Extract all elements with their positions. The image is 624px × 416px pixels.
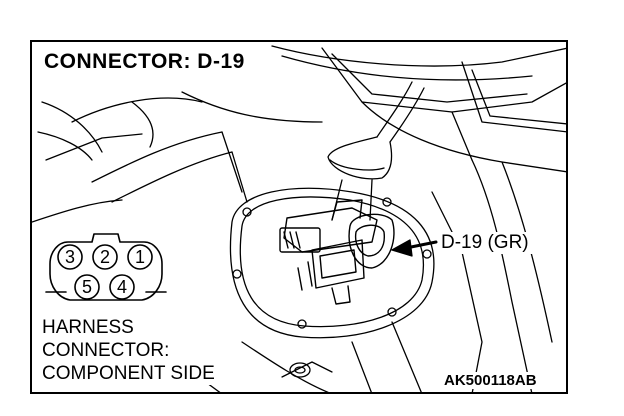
component-illustration: 3 2 1 5 4 xyxy=(32,45,566,392)
figure-code: AK500118AB xyxy=(442,372,539,389)
pump-module xyxy=(279,199,395,305)
pin-1-label: 1 xyxy=(135,247,145,267)
harness-side-label: HARNESS CONNECTOR: COMPONENT SIDE xyxy=(42,316,218,385)
pin-3-label: 3 xyxy=(65,247,75,267)
pin-5-label: 5 xyxy=(82,277,92,297)
connector-callout-label: D-19 (GR) xyxy=(438,232,532,254)
fuel-pump-plate xyxy=(229,187,435,339)
callout-arrow xyxy=(391,239,438,257)
pin-4 xyxy=(109,274,135,300)
pin-2 xyxy=(92,244,118,270)
pin-1 xyxy=(127,244,153,270)
harness-label-line-1: HARNESS xyxy=(42,316,137,339)
pin-4-label: 4 xyxy=(117,277,127,297)
harness-label-line-3: COMPONENT SIDE xyxy=(42,362,218,385)
connector-title: CONNECTOR: D-19 xyxy=(42,50,249,74)
diagram-frame: 3 2 1 5 4 CONNECTOR: D-19 D-19 (GR) HARN… xyxy=(30,40,568,394)
pin-2-label: 2 xyxy=(100,247,110,267)
vehicle-body-lines xyxy=(32,45,566,392)
harness-label-line-2: CONNECTOR: xyxy=(42,339,173,362)
harness-connector-face: 3 2 1 5 4 xyxy=(45,233,167,301)
pin-5 xyxy=(74,274,100,300)
pin-3 xyxy=(57,244,83,270)
